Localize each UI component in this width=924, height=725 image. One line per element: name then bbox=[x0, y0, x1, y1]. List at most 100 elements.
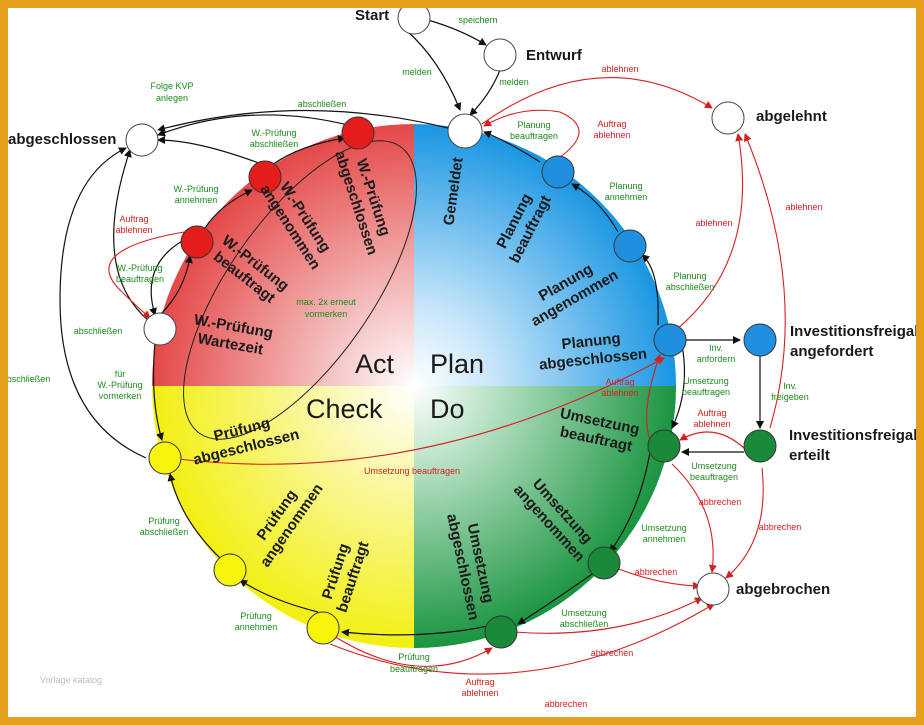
state-abgelehnt[interactable] bbox=[711, 101, 745, 135]
pruefung-abschliessen-label-1: Prüfung bbox=[148, 516, 180, 526]
inv-angefordert-label-1: Investitionsfreigabe bbox=[790, 323, 916, 340]
ablehnen-right-label: ablehnen bbox=[785, 202, 822, 212]
state-gemeldet[interactable] bbox=[447, 113, 483, 149]
pruefung-abschliessen-label-2: abschließen bbox=[140, 527, 189, 537]
abschliessen-left-label: abschließen bbox=[74, 326, 123, 336]
auftrag-ablehnen-top-label-1: Auftrag bbox=[597, 119, 626, 129]
start-label: Start bbox=[355, 8, 389, 24]
wp-annehmen-label-1: W.-Prüfung bbox=[173, 184, 218, 194]
state-inv-angefordert[interactable] bbox=[743, 323, 777, 357]
abschliessen-top-label: abschließen bbox=[298, 99, 347, 109]
folge-kvp-label-1: Folge KVP bbox=[150, 81, 193, 91]
check-label: Check bbox=[306, 394, 383, 424]
pruefung-annehmen-label-1: Prüfung bbox=[240, 611, 272, 621]
abgeschlossen-label: abgeschlossen bbox=[8, 131, 116, 148]
umsetzung-beauftragen-inv-label-1: Umsetzung bbox=[691, 461, 737, 471]
wp-abschliessen-label-2: abschließen bbox=[250, 139, 299, 149]
folge-kvp-label-2: anlegen bbox=[156, 93, 188, 103]
fuer-wp-label-3: vormerken bbox=[99, 391, 142, 401]
state-wp-angenommen[interactable] bbox=[248, 160, 282, 194]
act-label: Act bbox=[355, 349, 395, 379]
do-label: Do bbox=[430, 394, 465, 424]
planung-annehmen-label-2: annehmen bbox=[605, 192, 648, 202]
umsetzung-annehmen-label-1: Umsetzung bbox=[641, 523, 687, 533]
diagram-frame: Act Plan Check Do Start Entwurf abgelehn… bbox=[8, 8, 916, 717]
planung-annehmen-label-1: Planung bbox=[609, 181, 642, 191]
abbrechen-label-2: abbrechen bbox=[759, 522, 802, 532]
speichern-label: speichern bbox=[458, 15, 497, 25]
auftrag-ablehnen-bottom-label-2: ablehnen bbox=[461, 688, 498, 698]
auftrag-ablehnen-plan-label-1: Auftrag bbox=[605, 377, 634, 387]
pruefung-beauftragen-label-2: beauftragen bbox=[390, 664, 438, 674]
melden-label-2: melden bbox=[499, 77, 529, 87]
plan-quadrant bbox=[414, 124, 676, 386]
auftrag-ablehnen-bottom-label-1: Auftrag bbox=[465, 677, 494, 687]
state-entwurf[interactable] bbox=[483, 38, 517, 72]
plan-label: Plan bbox=[430, 349, 484, 379]
state-pruefung-angenommen[interactable] bbox=[213, 553, 247, 587]
do-quadrant bbox=[414, 386, 676, 648]
wp-annehmen-label-2: annehmen bbox=[175, 195, 218, 205]
inv-freigeben-label-2: freigeben bbox=[771, 392, 809, 402]
abbrechen-label-4: abbrechen bbox=[591, 648, 634, 658]
state-umsetzung-beauftragt[interactable] bbox=[647, 429, 681, 463]
umsetzung-beauftragen-wide-label: Umsetzung beauftragen bbox=[364, 466, 460, 476]
inv-anfordern-label-2: anfordern bbox=[697, 354, 736, 364]
pdca-state-diagram: Act Plan Check Do Start Entwurf abgelehn… bbox=[8, 8, 916, 709]
pruefung-beauftragen-label-1: Prüfung bbox=[398, 652, 430, 662]
planung-abschliessen-label-1: Planung bbox=[673, 271, 706, 281]
inv-erteilt-label-1: Investitionsfreigabe bbox=[789, 427, 916, 444]
watermark: Vorlage katalog bbox=[40, 675, 102, 685]
state-abgeschlossen[interactable] bbox=[125, 123, 159, 157]
inv-angefordert-label-2: angefordert bbox=[790, 343, 873, 360]
inv-anfordern-label-1: Inv. bbox=[709, 343, 723, 353]
umsetzung-beauftragen-inv-label-2: beauftragen bbox=[690, 472, 738, 482]
state-wp-beauftragt[interactable] bbox=[180, 225, 214, 259]
planung-abschliessen-label-2: abschließen bbox=[666, 282, 715, 292]
fuer-wp-label-1: für bbox=[115, 369, 126, 379]
abbrechen-label-5: abbrechen bbox=[545, 699, 588, 709]
state-wp-abgeschlossen[interactable] bbox=[341, 116, 375, 150]
state-planung-beauftragt[interactable] bbox=[541, 155, 575, 189]
umsetzung-beauftragen-top-label-1: Umsetzung bbox=[683, 376, 729, 386]
black-transition-arrows bbox=[59, 19, 764, 637]
umsetzung-abschliessen-label-1: Umsetzung bbox=[561, 608, 607, 618]
melden-label-1: melden bbox=[402, 67, 432, 77]
auftrag-ablehnen-top-label-2: ablehnen bbox=[593, 130, 630, 140]
state-umsetzung-abgeschlossen[interactable] bbox=[484, 615, 518, 649]
inv-freigeben-label-1: Inv. bbox=[783, 381, 797, 391]
state-umsetzung-angenommen[interactable] bbox=[587, 546, 621, 580]
max-erneut-label-1: max. 2x erneut bbox=[296, 297, 356, 307]
auftrag-ablehnen-wp-label-2: ablehnen bbox=[115, 225, 152, 235]
state-pruefung-beauftragt[interactable] bbox=[306, 611, 340, 645]
state-wp-wartezeit[interactable] bbox=[143, 312, 177, 346]
state-abgebrochen[interactable] bbox=[696, 572, 730, 606]
state-planung-abgeschlossen[interactable] bbox=[653, 323, 687, 357]
umsetzung-abschliessen-label-2: abschließen bbox=[560, 619, 609, 629]
auftrag-ablehnen-plan-label-2: ablehnen bbox=[601, 388, 638, 398]
pruefung-annehmen-label-2: annehmen bbox=[235, 622, 278, 632]
umsetzung-beauftragen-top-label-2: beauftragen bbox=[682, 387, 730, 397]
state-inv-erteilt[interactable] bbox=[743, 429, 777, 463]
state-pruefung-abgeschlossen[interactable] bbox=[148, 441, 182, 475]
auftrag-ablehnen-ums-label-2: ablehnen bbox=[693, 419, 730, 429]
svg-text:Planung: Planung bbox=[561, 330, 622, 353]
abbrechen-label-1: abbrechen bbox=[699, 497, 742, 507]
red-transition-arrows bbox=[108, 77, 786, 675]
abbrechen-label-3: abbrechen bbox=[635, 567, 678, 577]
auftrag-ablehnen-ums-label-1: Auftrag bbox=[697, 408, 726, 418]
wp-beauftragen-label-1: W.-Prüfung bbox=[117, 263, 162, 273]
auftrag-ablehnen-wp-label-1: Auftrag bbox=[119, 214, 148, 224]
check-quadrant bbox=[152, 386, 414, 648]
wp-loop-ellipse bbox=[183, 140, 417, 440]
ablehnen-mid-label: ablehnen bbox=[695, 218, 732, 228]
abgebrochen-label: abgebrochen bbox=[736, 581, 830, 598]
ablehnen-top-label: ablehnen bbox=[601, 64, 638, 74]
state-planung-angenommen[interactable] bbox=[613, 229, 647, 263]
fuer-wp-label-2: W.-Prüfung bbox=[97, 380, 142, 390]
state-start[interactable] bbox=[397, 8, 431, 35]
act-quadrant bbox=[152, 124, 414, 386]
max-erneut-label-2: vormerken bbox=[305, 309, 348, 319]
planung-beauftragen-label-1: Planung bbox=[517, 120, 550, 130]
wp-beauftragen-label-2: beauftragen bbox=[116, 274, 164, 284]
